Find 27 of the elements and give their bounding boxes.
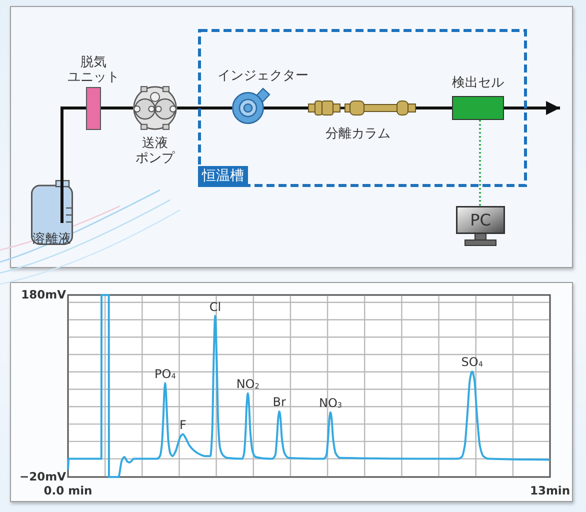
peak-label: NO$_{3}$ [319,396,342,410]
pipe-line [270,106,308,110]
frame-tag: 恒温槽 [198,166,248,187]
pipe-line [101,106,133,110]
dashed-frame [198,29,527,187]
pipe-line [60,106,86,180]
axis-label: −20mV [19,470,66,484]
component-label: 送液ポンプ [136,136,174,166]
peak-label: F [179,418,186,432]
pipe-line [416,106,452,110]
dotted-line [478,120,481,206]
component-label: 脱気ユニット [68,54,120,84]
peak-label: SO$_{4}$ [461,355,483,370]
peak-label: Br [272,395,286,410]
peak-label: PO$_{4}$ [154,367,176,382]
pipe-line [177,106,232,110]
flow-arrow [504,101,560,115]
axis-label: 180mV [21,288,66,302]
peak-label: NO$_{2}$ [236,377,260,392]
bottle-label: 溶離液 [32,230,72,245]
axis-label: 0.0 min [44,484,92,498]
component-label: 分離カラム [326,126,390,142]
component-label: インジェクター [218,68,308,84]
axis-label: 13min [530,484,570,498]
screen-text: PC [470,212,491,227]
peak-label: Cl [209,300,222,314]
component-label: 検出セル [452,76,504,90]
